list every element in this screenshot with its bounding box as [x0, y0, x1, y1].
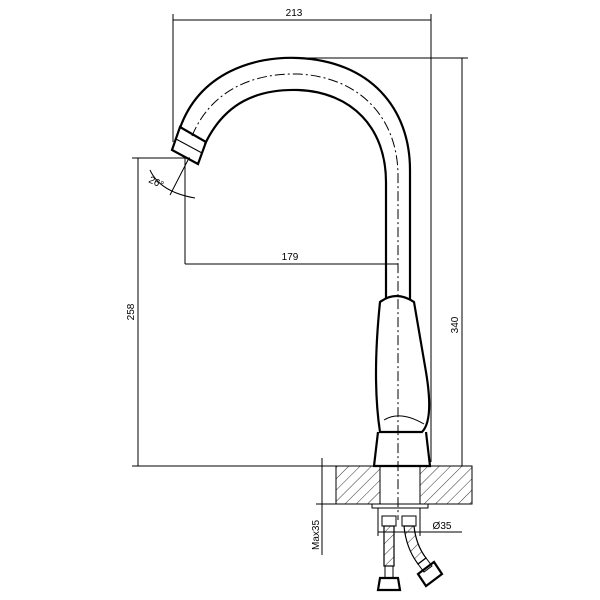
dimension-340: 340 — [300, 57, 468, 466]
dimension-179: 179 — [184, 158, 398, 265]
supply-hoses — [376, 515, 444, 592]
dimension-label: 179 — [282, 252, 299, 263]
dimension-label: 213 — [286, 8, 303, 19]
spout — [170, 56, 412, 520]
faucet-body — [372, 294, 432, 468]
dimension-label: 340 — [450, 316, 461, 333]
dimension-max35: Max35 — [311, 458, 336, 555]
countertop — [335, 465, 473, 509]
dimension-label: Ø35 — [433, 521, 452, 532]
dimension-label: Max35 — [311, 520, 322, 550]
dimension-213: 213 — [172, 8, 432, 462]
dimension-label: 258 — [126, 303, 137, 320]
dimension-258: 258 — [126, 157, 340, 467]
angle-26: 26° — [147, 159, 196, 199]
angle-label: 26° — [147, 175, 165, 191]
